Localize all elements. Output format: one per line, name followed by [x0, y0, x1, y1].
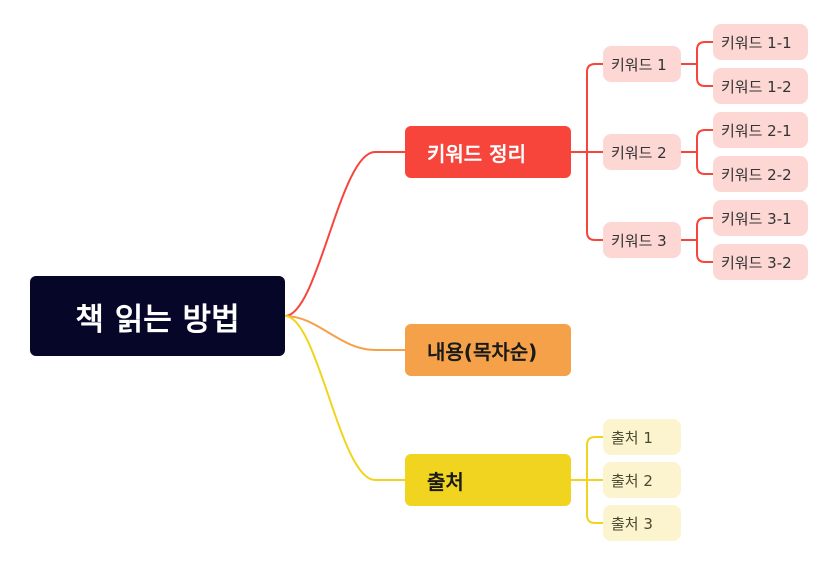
branch-sources[interactable]: 출처 — [405, 454, 571, 506]
edge-root-keywords — [284, 151, 405, 317]
edge-keyword1-leaves — [681, 41, 713, 87]
leaf-keyword-2-2[interactable]: 키워드 2-2 — [713, 156, 808, 192]
leaf-keyword-3-1[interactable]: 키워드 3-1 — [713, 200, 808, 236]
edge-root-contents — [284, 315, 405, 351]
subtopic-keyword-1[interactable]: 키워드 1 — [603, 46, 681, 82]
leaf-keyword-1-1[interactable]: 키워드 1-1 — [713, 24, 808, 60]
leaf-keyword-2-1[interactable]: 키워드 2-1 — [713, 112, 808, 148]
subtopic-keyword-2[interactable]: 키워드 2 — [603, 134, 681, 170]
branch-contents[interactable]: 내용(목차순) — [405, 324, 571, 376]
edge-keyword2-leaves — [681, 129, 713, 175]
leaf-source-2[interactable]: 출처 2 — [603, 462, 681, 498]
edge-root-sources — [284, 315, 405, 481]
leaf-keyword-3-2[interactable]: 키워드 3-2 — [713, 244, 808, 280]
edge-keywords-spine — [571, 63, 603, 241]
edge-keyword3-leaves — [681, 217, 713, 263]
branch-keywords[interactable]: 키워드 정리 — [405, 126, 571, 178]
subtopic-keyword-3[interactable]: 키워드 3 — [603, 222, 681, 258]
leaf-keyword-1-2[interactable]: 키워드 1-2 — [713, 68, 808, 104]
leaf-source-3[interactable]: 출처 3 — [603, 505, 681, 541]
root-topic[interactable]: 책 읽는 방법 — [30, 276, 285, 356]
edge-sources-leaves — [571, 436, 603, 524]
leaf-source-1[interactable]: 출처 1 — [603, 419, 681, 455]
